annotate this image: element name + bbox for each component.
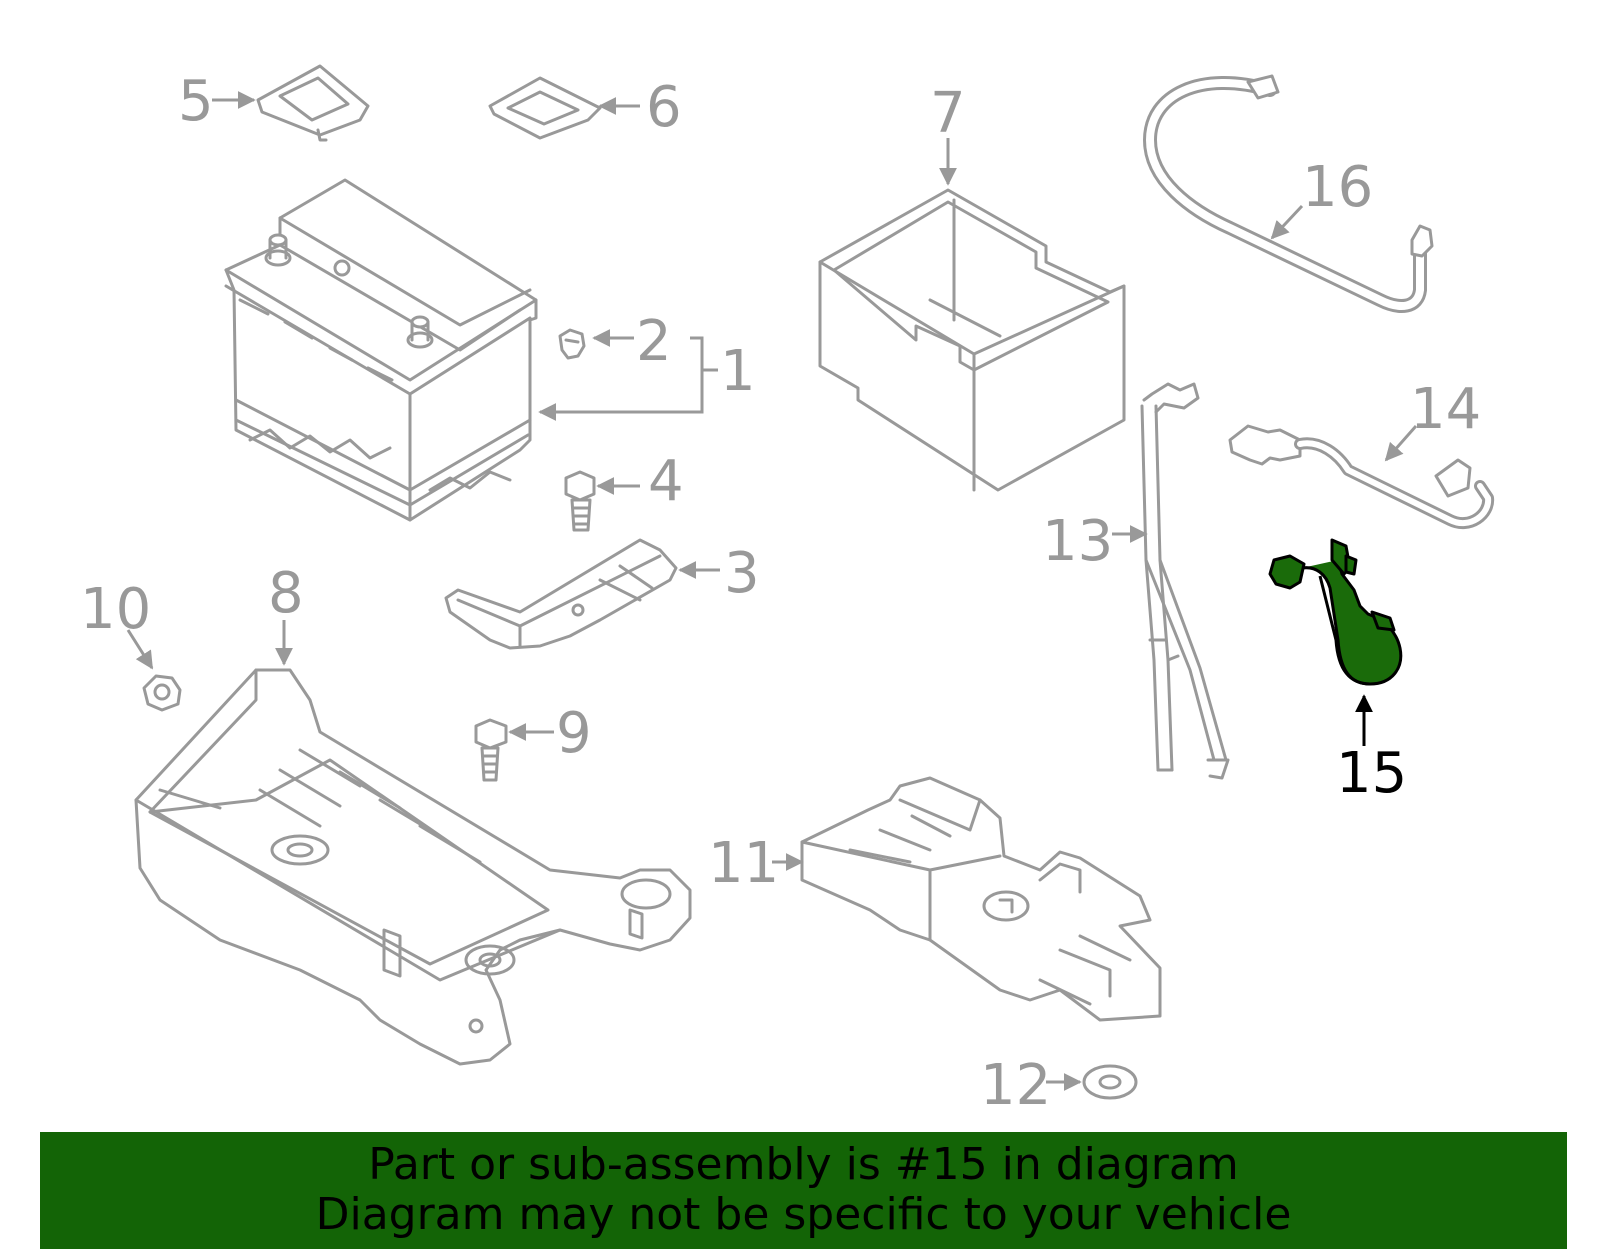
callout-6: 6 <box>598 75 682 140</box>
callout-7-label: 7 <box>930 81 966 146</box>
callout-7: 7 <box>930 81 966 186</box>
part-16-cable <box>1143 74 1434 313</box>
part-15-highlighted-cable <box>1268 538 1403 686</box>
callout-8-label: 8 <box>268 561 304 626</box>
callout-9-label: 9 <box>556 701 592 766</box>
callout-5: 5 <box>178 69 256 134</box>
part-10-nut <box>142 674 182 712</box>
callout-13-label: 13 <box>1042 509 1113 574</box>
callout-1-label: 1 <box>720 339 756 404</box>
callout-12: 12 <box>980 1053 1082 1118</box>
callout-15: 15 <box>1336 694 1407 806</box>
callout-11-label: 11 <box>708 831 779 896</box>
callout-14: 14 <box>1384 377 1481 462</box>
callout-15-label: 15 <box>1336 741 1407 806</box>
part-9-bolt <box>474 718 508 782</box>
callout-13: 13 <box>1042 509 1148 574</box>
callout-3-label: 3 <box>724 541 760 606</box>
callout-4: 4 <box>596 449 684 514</box>
banner-line-2: Diagram may not be specific to your vehi… <box>315 1189 1292 1240</box>
part-8-battery-tray <box>134 668 692 1066</box>
callout-11: 11 <box>708 831 804 896</box>
callout-5-label: 5 <box>178 69 214 134</box>
callout-12-label: 12 <box>980 1053 1051 1118</box>
part-1-battery <box>224 178 538 522</box>
callout-14-label: 14 <box>1410 377 1481 442</box>
part-12-washer <box>1082 1064 1138 1100</box>
part-5-terminal-cover <box>256 64 370 142</box>
part-13-support-rods <box>1140 382 1230 780</box>
part-14-cable <box>1228 424 1495 530</box>
callout-4-label: 4 <box>648 449 684 514</box>
callout-2-label: 2 <box>636 309 672 374</box>
callout-2-1: 2 1 <box>538 309 756 421</box>
info-banner: Part or sub-assembly is #15 in diagram D… <box>40 1132 1567 1249</box>
part-11-cover <box>800 776 1162 1022</box>
callout-16-label: 16 <box>1302 155 1373 220</box>
callout-9: 9 <box>508 701 592 766</box>
callout-10-label: 10 <box>80 577 151 642</box>
callout-8: 8 <box>268 561 304 666</box>
callout-3: 3 <box>678 541 760 606</box>
part-4-bolt <box>564 470 596 532</box>
part-2-plug <box>558 328 586 360</box>
callout-16: 16 <box>1270 155 1373 240</box>
banner-line-1: Part or sub-assembly is #15 in diagram <box>368 1139 1239 1190</box>
part-6-terminal-cover <box>488 76 602 140</box>
callout-6-label: 6 <box>646 75 682 140</box>
part-3-hold-down-bracket <box>444 538 678 650</box>
callout-10: 10 <box>80 577 154 670</box>
part-7-battery-box <box>818 188 1126 492</box>
